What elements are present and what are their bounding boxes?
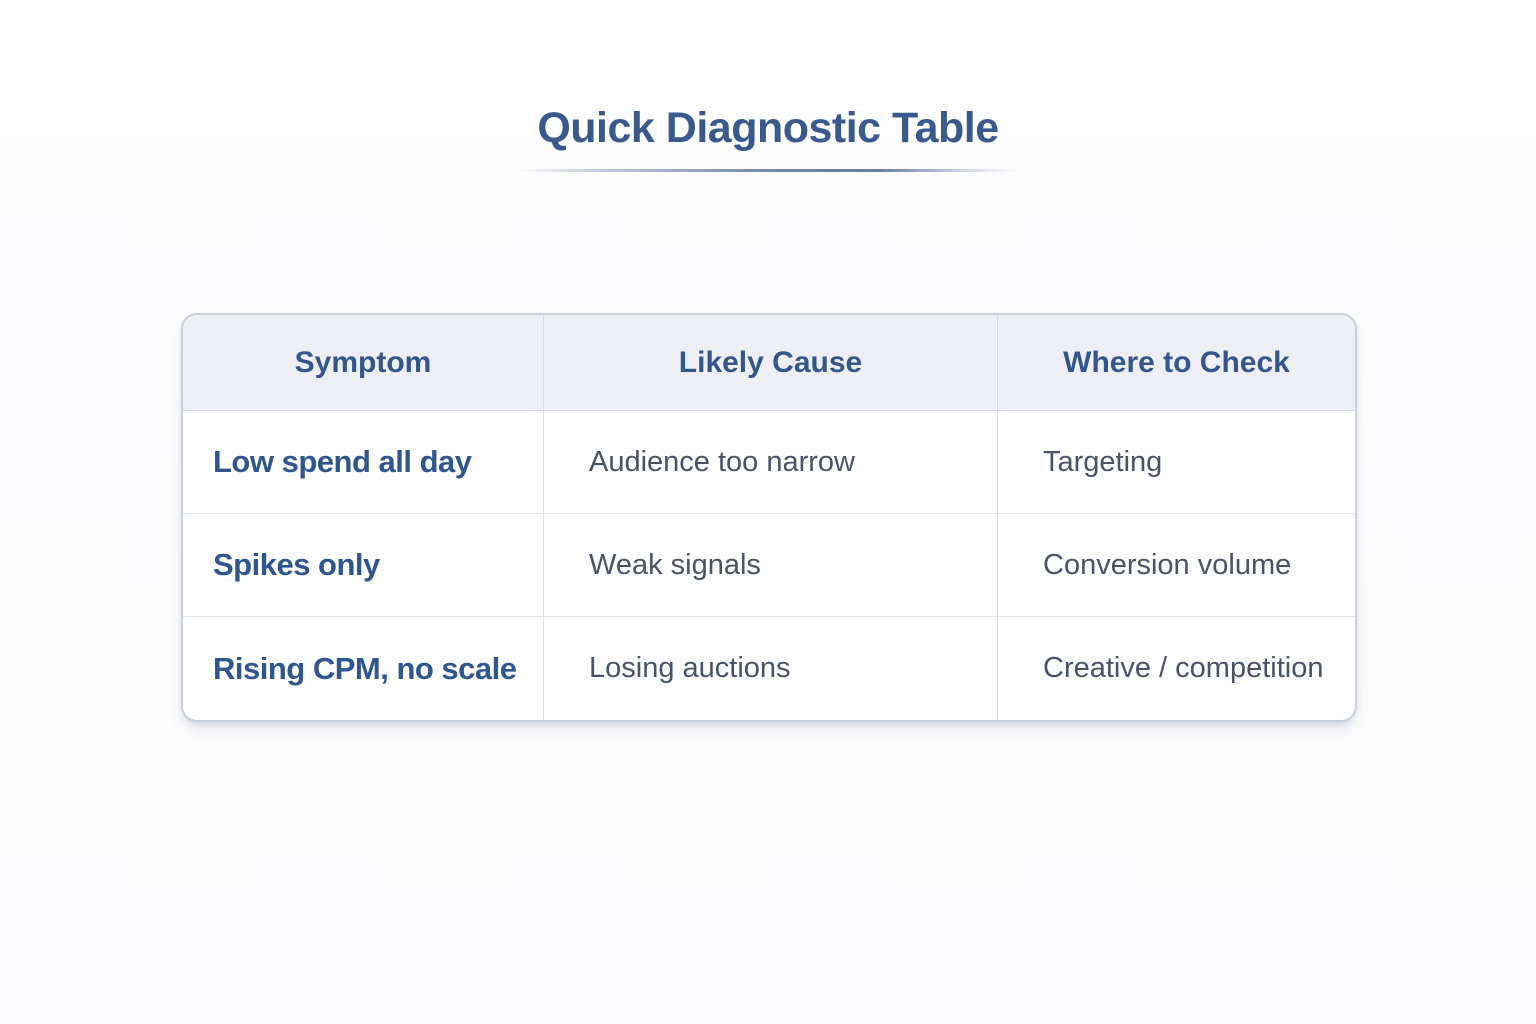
column-header-symptom: Symptom [183, 315, 544, 410]
title-underline-divider [520, 169, 1016, 172]
cell-where-to-check: Creative / competition [1043, 652, 1324, 684]
column-header-likely-cause: Likely Cause [544, 315, 998, 410]
table-row: Rising CPM, no scale Losing auctions Cre… [183, 617, 1355, 720]
cell-symptom: Rising CPM, no scale [183, 617, 544, 720]
cell-likely-cause: Weak signals [544, 514, 998, 616]
cell-likely-cause: Losing auctions [544, 617, 998, 720]
column-header-where-to-check: Where to Check [1063, 345, 1290, 379]
cell-where-to-check: Targeting [1043, 445, 1163, 478]
table-row: Spikes only Weak signals Conversion volu… [183, 514, 1355, 617]
cell-symptom: Spikes only [183, 514, 544, 616]
page-title: Quick Diagnostic Table [537, 104, 999, 152]
cell-symptom: Low spend all day [183, 411, 544, 513]
table-header-row: Symptom Likely Cause Where to Check [183, 315, 1355, 411]
diagnostic-table: Symptom Likely Cause Where to Check Low … [181, 313, 1357, 722]
table-row: Low spend all day Audience too narrow Ta… [183, 411, 1355, 514]
cell-where-to-check: Conversion volume [1043, 548, 1292, 581]
cell-likely-cause: Audience too narrow [544, 411, 998, 513]
